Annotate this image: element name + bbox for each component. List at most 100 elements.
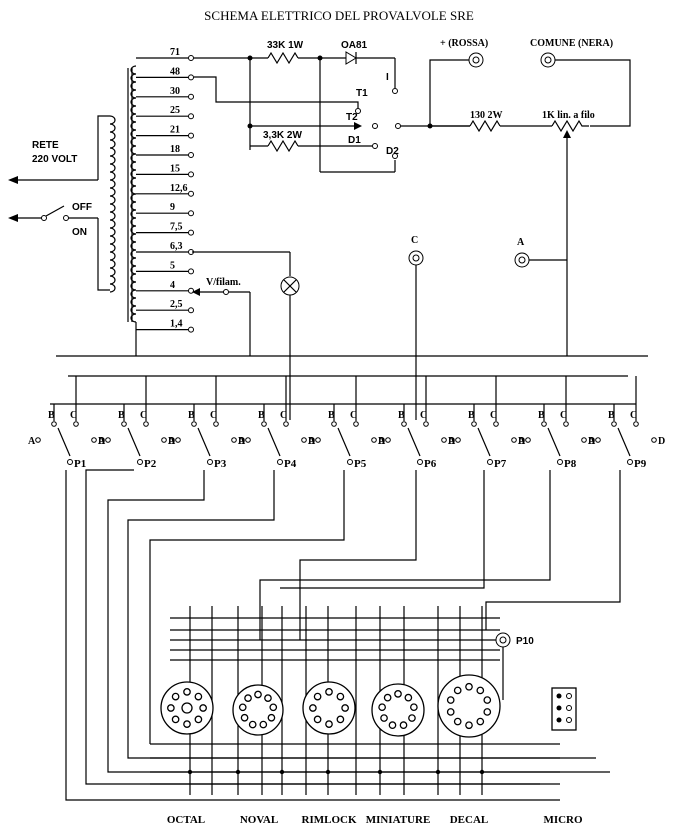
tap-2: 48 [136, 66, 194, 81]
rete-label: RETE [32, 140, 59, 151]
switch-terminal-label: D [98, 436, 105, 447]
socket-label-decal: DECAL [450, 814, 489, 826]
tap-label: 71 [170, 47, 180, 58]
tap-label: 25 [170, 105, 180, 116]
switch-terminal-label: D [238, 436, 245, 447]
switch-terminal-label: C [350, 410, 357, 421]
tap-label: 9 [170, 202, 175, 213]
switch-terminal-label: C [70, 410, 77, 421]
top-circuit [194, 51, 398, 173]
switch-terminal-label: D [448, 436, 455, 447]
tap-label: 21 [170, 125, 180, 136]
tap-9: 9 [136, 202, 194, 217]
switch-terminal-label: D [378, 436, 385, 447]
tap-13: 4 [136, 280, 194, 294]
socket-label-micro: MICRO [543, 814, 583, 826]
tap-label: 18 [170, 144, 180, 155]
tap-11: 6,3 [136, 241, 194, 255]
tap-label: 5 [170, 260, 175, 271]
tap-1: 71 [136, 47, 194, 61]
filament-selector [192, 288, 251, 356]
switch-terminal-label: A [448, 436, 456, 447]
diode-oa81-label: OA81 [341, 40, 368, 51]
switch-terminal-label: A [238, 436, 246, 447]
label-i: I [386, 72, 389, 83]
tap-4: 25 [136, 105, 194, 120]
switch-terminal-label: D [588, 436, 595, 447]
switch-terminal-label: D [658, 436, 665, 447]
tap-7: 15 [136, 163, 194, 178]
switch-terminal-label: B [188, 410, 195, 421]
tap-label: 1,4 [170, 319, 183, 330]
socket-miniature [371, 683, 425, 737]
switch-terminal-label: D [168, 436, 175, 447]
switch-label: P6 [424, 458, 437, 470]
meter-terminals [427, 52, 631, 356]
socket-label-octal: OCTAL [167, 814, 205, 826]
switch-terminal-label: B [328, 410, 335, 421]
vfilam-label: V/filam. [206, 277, 241, 288]
switch-p9: A B C D P9 [588, 376, 665, 470]
indicator-lamp [192, 251, 300, 420]
switch-terminal-label: C [280, 410, 287, 421]
switch-p5: A B C D P5 [308, 376, 385, 470]
socket-label-rimlock: RIMLOCK [302, 814, 357, 826]
switch-terminal-label: A [308, 436, 316, 447]
tap-label: 6,3 [170, 241, 183, 252]
tap-label: 7,5 [170, 222, 183, 233]
switch-label: P2 [144, 458, 157, 470]
switch-terminal-label: B [398, 410, 405, 421]
jack-c [408, 250, 424, 420]
switch-terminal-label: A [168, 436, 176, 447]
switch-terminal-label: B [48, 410, 55, 421]
volt-label: 220 VOLT [32, 154, 77, 165]
pot-1k-label: 1K lin. a filo [542, 110, 595, 121]
switch-label: P1 [74, 458, 86, 470]
plus-label: + (ROSSA) [440, 38, 488, 49]
switch-terminal-label: C [560, 410, 567, 421]
socket-label-miniature: MINIATURE [366, 814, 431, 826]
switch-terminal-label: D [518, 436, 525, 447]
resistor-3k3-label: 3,3K 2W [263, 130, 302, 141]
switch-terminal-label: C [420, 410, 427, 421]
switch-label: P9 [634, 458, 647, 470]
switch-terminal-label: C [630, 410, 637, 421]
switch-terminal-label: C [210, 410, 217, 421]
label-d1: D1 [348, 135, 361, 146]
socket-micro [551, 687, 577, 731]
comune-label: COMUNE (NERA) [530, 38, 613, 49]
jack-c-label: C [411, 235, 418, 246]
switch-terminal-label: B [608, 410, 615, 421]
tap-label: 2,5 [170, 299, 183, 310]
switch-terminal-label: B [468, 410, 475, 421]
switch-terminal-label: C [490, 410, 497, 421]
switch-label: P7 [494, 458, 507, 470]
jack-a [514, 252, 567, 268]
power-switch [8, 205, 98, 222]
tap-5: 21 [136, 125, 194, 139]
switch-terminal-label: B [118, 410, 125, 421]
switch-terminal-label: A [588, 436, 596, 447]
tap-label: 12,6 [170, 183, 188, 194]
switch-label: P5 [354, 458, 367, 470]
tap-label: 15 [170, 163, 180, 174]
tap-8: 12,6 [136, 183, 194, 197]
tap-12: 5 [136, 260, 194, 275]
bus-lines [50, 355, 648, 405]
switch-terminal-label: A [518, 436, 526, 447]
switch-terminal-label: B [538, 410, 545, 421]
tap-15: 1,4 [136, 319, 194, 333]
label-t1: T1 [356, 88, 368, 99]
switch-p7: A B C D P7 [448, 376, 525, 470]
p10-label: P10 [516, 636, 534, 647]
primary-leads [97, 115, 110, 291]
tube-sockets [160, 674, 577, 738]
